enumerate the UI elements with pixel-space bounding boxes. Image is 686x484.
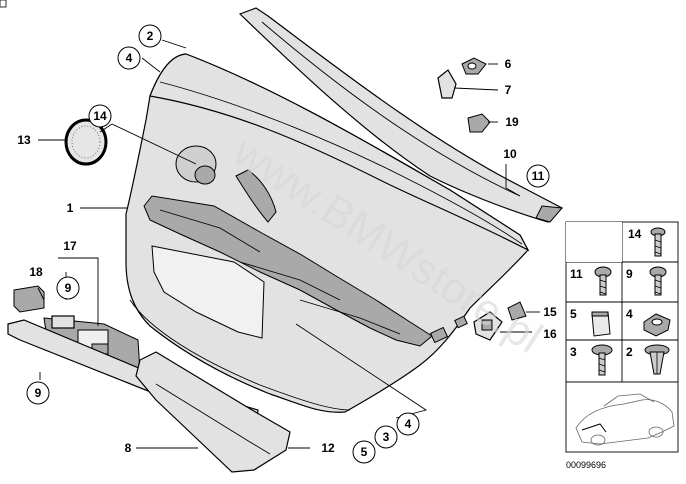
callout-number: 10: [503, 147, 517, 161]
callout-9-upper: 9: [56, 276, 80, 300]
fastener-cell-3: 3: [570, 344, 613, 376]
map-pocket: [151, 245, 265, 339]
callout-number: 8: [125, 441, 132, 455]
callout-number: 13: [17, 133, 31, 147]
callout-number: 3: [383, 430, 390, 444]
fastener-cell-2: 2: [626, 344, 670, 375]
callout-number: 4: [405, 417, 412, 431]
washer-screw-icon: [591, 344, 613, 376]
car-silhouette-icon: [575, 393, 675, 446]
callout-number: 6: [505, 57, 512, 71]
callout-12: 12: [321, 441, 335, 455]
callout-number: 9: [65, 281, 72, 295]
self-tapping-screw-icon: [594, 266, 612, 296]
callout-number: 12: [321, 441, 335, 455]
fastener-number: 4: [626, 307, 633, 321]
callout-number: 4: [126, 51, 133, 65]
callout-number: 7: [505, 83, 512, 97]
callout-17: 17: [63, 239, 77, 253]
screw-icon: [649, 266, 667, 296]
fastener-cell-11: 11: [570, 266, 612, 296]
callout-number: 15: [543, 305, 557, 319]
fastener-cell-5: 5: [570, 307, 611, 337]
callout-number: 5: [361, 445, 368, 459]
callout-number: 1: [67, 201, 74, 215]
clip-plate-icon: [591, 311, 611, 337]
callout-14: 14: [88, 104, 112, 128]
callout-5: 5: [352, 440, 376, 464]
armrest-carrier: [143, 195, 433, 347]
callout-19: 19: [505, 115, 519, 129]
upper-trim-strip: [238, 7, 564, 223]
callout-10: 10: [503, 147, 517, 161]
bottom-trim-strip: [135, 351, 291, 473]
expanding-rivet-icon: [644, 344, 670, 375]
callout-number: 19: [505, 115, 519, 129]
fastener-panel: 14 11 9 5: [565, 221, 679, 453]
clip-part-19: [467, 113, 491, 133]
callout-6: 6: [505, 57, 512, 71]
corner-marker: [0, 0, 7, 8]
fastener-number: 2: [626, 345, 633, 359]
trim-strip-end-cap: [535, 205, 564, 223]
fastener-cell-9: 9: [626, 266, 667, 296]
callout-13: 13: [17, 133, 31, 147]
clip-part-15: [507, 301, 527, 321]
callout-15: 15: [543, 305, 557, 319]
nut-icon: [643, 313, 671, 337]
callout-16: 16: [543, 327, 557, 341]
reference-number: 00099696: [566, 460, 606, 470]
callout-18: 18: [29, 265, 43, 279]
callout-number: 18: [29, 265, 43, 279]
callout-number: 14: [93, 109, 107, 123]
callout-4-lower: 4: [396, 412, 420, 436]
callout-number: 9: [35, 386, 42, 400]
door-handle-recess: [235, 169, 277, 223]
callout-8: 8: [125, 441, 132, 455]
callout-4-upper: 4: [117, 46, 141, 70]
trim-clip: [429, 326, 449, 344]
callout-3: 3: [374, 425, 398, 449]
callout-number: 16: [543, 327, 557, 341]
door-upper-section: [149, 53, 530, 252]
fastener-number: 14: [628, 227, 642, 241]
callout-9-lower: 9: [26, 381, 50, 405]
callout-11: 11: [526, 164, 550, 188]
callout-number: 11: [532, 169, 545, 183]
torx-screw-icon: [650, 227, 666, 257]
small-block-part: [13, 285, 45, 313]
callout-7: 7: [505, 83, 512, 97]
callout-number: 2: [147, 29, 154, 43]
fastener-number: 5: [570, 307, 577, 321]
fastener-number: 3: [570, 345, 577, 359]
fastener-number: 9: [626, 267, 633, 281]
clip-part-7: [437, 69, 457, 99]
callout-2: 2: [138, 24, 162, 48]
fastener-cell-4: 4: [626, 307, 671, 337]
callout-1: 1: [67, 201, 74, 215]
callout-number: 17: [63, 239, 77, 253]
fastener-number: 11: [570, 267, 583, 281]
fastener-cell-14: 14: [628, 227, 666, 257]
